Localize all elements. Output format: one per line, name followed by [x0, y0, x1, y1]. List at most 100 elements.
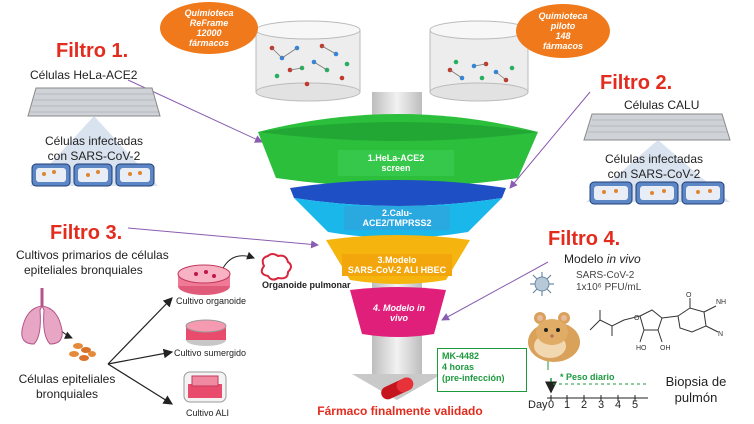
stage4-line1: 4. Modelo in	[372, 303, 425, 313]
filter1-infected-line1: Células infectadas	[44, 134, 144, 148]
funnel-stage-4	[350, 287, 446, 337]
submerged-dish-icon	[185, 319, 227, 346]
filter3-pointer	[127, 227, 319, 249]
reframe-line2: ReFrame	[189, 18, 229, 28]
timeline-day-3: 3	[598, 399, 605, 411]
drug-timing: (pre-infección)	[442, 373, 505, 383]
reframe-line4: fármacos	[188, 38, 230, 48]
filter1-plate-illustration	[27, 87, 161, 187]
filter3-desc-line2: epiteliales bronquiales	[24, 263, 143, 277]
molnupiravir-structure: O HO OH O N NH	[589, 292, 726, 352]
stage1-line1: 1.HeLa-ACE2	[367, 153, 425, 163]
validated-drug-text: Fármaco finalmente validado	[317, 404, 483, 418]
culture-organoid-label: Cultivo organoide	[176, 296, 247, 306]
culture-submerged-label: Cultivo sumergido	[174, 348, 246, 358]
virus-icon	[530, 272, 554, 296]
pilot-library-cylinder	[429, 20, 529, 102]
daily-weight-label: * Peso diario	[560, 372, 615, 382]
stage3-label: 3.Modelo SARS-CoV-2 ALI HBEC	[342, 254, 452, 276]
filter3-title: Filtro 3.	[50, 222, 123, 244]
pilot-line3: 148	[555, 31, 571, 41]
filter2-infected-wells	[589, 181, 725, 205]
epithelial-line2: bronquiales	[35, 387, 99, 401]
branch-submerged	[107, 348, 174, 365]
reframe-line3: 12000	[196, 28, 222, 38]
pilot-line4: fármacos	[542, 41, 584, 51]
funnel-stage-2-top	[290, 180, 506, 206]
filter4-model: Modelo in vivo	[564, 252, 641, 267]
stage3-line1: 3.Modelo	[377, 255, 417, 265]
biopsy-line2: pulmón	[674, 390, 718, 405]
biopsy-line1: Biopsia de	[665, 374, 727, 389]
pill-icon	[381, 377, 414, 400]
filter3-desc-line1: Cultivos primarios de células	[16, 248, 169, 262]
stage2-line2: ACE2/TMPRSS2	[362, 218, 432, 228]
filter2-infected-label: Células infectadas con SARS-CoV-2	[584, 152, 724, 182]
filter4-pointer	[441, 261, 549, 321]
timeline-day-label: Day	[528, 399, 548, 411]
culture-submerged-text: Cultivo sumergido	[174, 348, 247, 358]
filter4-model-italic: in vivo	[606, 252, 641, 266]
filter3-description: Cultivos primarios de células epiteliale…	[16, 248, 169, 278]
hamster-illustration	[528, 312, 580, 362]
filter1-cells: Células HeLa-ACE2	[30, 68, 138, 82]
lung-biopsy-label: Biopsia de pulmón	[650, 374, 742, 406]
organoid-dish-icon	[177, 264, 231, 295]
filter2-pointer	[509, 91, 591, 189]
svg-text:O: O	[634, 315, 640, 322]
virus-dose-value: 1x10⁶ PFU/mL	[576, 282, 642, 293]
stage2-label: 2.Calu- ACE2/TMPRSS2	[344, 206, 450, 230]
filter2-cells: Células CALU	[624, 98, 700, 112]
filter1-infected-line2: con SARS-CoV-2	[47, 149, 141, 163]
filter2-title: Filtro 2.	[600, 72, 673, 94]
filter1-infected-wells	[31, 163, 155, 187]
branch-organoid	[107, 297, 173, 365]
stage1-label: 1.HeLa-ACE2 screen	[338, 150, 454, 176]
virus-dose: SARS-CoV-2 1x10⁶ PFU/mL	[576, 270, 641, 294]
ali-dish-icon	[183, 371, 227, 403]
timeline-day-1: 1	[564, 399, 571, 411]
filter2-infected-line2: con SARS-CoV-2	[607, 167, 701, 181]
filter4-model-prefix: Modelo	[564, 252, 607, 266]
filter2-plate-illustration	[583, 113, 731, 205]
drug-name: MK-4482	[442, 351, 480, 361]
filter1-title: Filtro 1.	[56, 40, 129, 62]
culture-ali-label: Cultivo ALI	[186, 408, 230, 418]
svg-text:HO: HO	[636, 345, 647, 352]
filter2-infected-line1: Células infectadas	[604, 152, 704, 166]
stage4-line2: vivo	[389, 313, 408, 323]
reframe-library-label: Quimioteca ReFrame 12000 fármacos	[160, 2, 258, 54]
stage1-line2: screen	[381, 163, 411, 173]
bronchial-cells-icon	[69, 343, 96, 361]
filter1-infected-label: Células infectadas con SARS-CoV-2	[34, 134, 154, 164]
organoid-pulmonar-label: Organoide pulmonar	[262, 280, 351, 290]
epithelial-cells-label: Células epiteliales bronquiales	[12, 372, 122, 402]
timeline-day-4: 4	[615, 399, 622, 411]
lung-illustration	[21, 288, 96, 361]
timeline-ticks	[550, 395, 636, 401]
pilot-line1: Quimioteca	[538, 11, 588, 21]
timeline-day-2: 2	[581, 399, 588, 411]
svg-text:O: O	[686, 292, 692, 299]
pilot-library-label: Quimioteca piloto 148 fármacos	[516, 4, 610, 58]
virus-name: SARS-CoV-2	[576, 270, 635, 281]
organoid-arrow	[221, 251, 255, 271]
pilot-line2: piloto	[550, 21, 576, 31]
filter4-title: Filtro 4.	[548, 228, 621, 250]
timeline-day-0: 0	[548, 399, 555, 411]
drug-time: 4 horas	[442, 362, 475, 372]
reframe-line1: Quimioteca	[184, 8, 234, 18]
timeline-day-5: 5	[632, 399, 639, 411]
reframe-library-cylinder	[255, 20, 361, 102]
drug-treatment-box: MK-4482 4 horas (pre-infección)	[437, 348, 527, 392]
epithelial-line1: Células epiteliales	[18, 372, 116, 386]
branch-ali	[107, 363, 174, 405]
stage2-line1: 2.Calu-	[381, 208, 412, 218]
stage3-line2: SARS-CoV-2 ALI HBEC	[347, 265, 447, 275]
svg-text:N: N	[718, 331, 723, 338]
svg-text:NH: NH	[716, 299, 726, 306]
svg-text:OH: OH	[660, 345, 671, 352]
lung-organoid-icon	[260, 253, 292, 281]
stage4-label: 4. Modelo in vivo	[364, 300, 434, 326]
